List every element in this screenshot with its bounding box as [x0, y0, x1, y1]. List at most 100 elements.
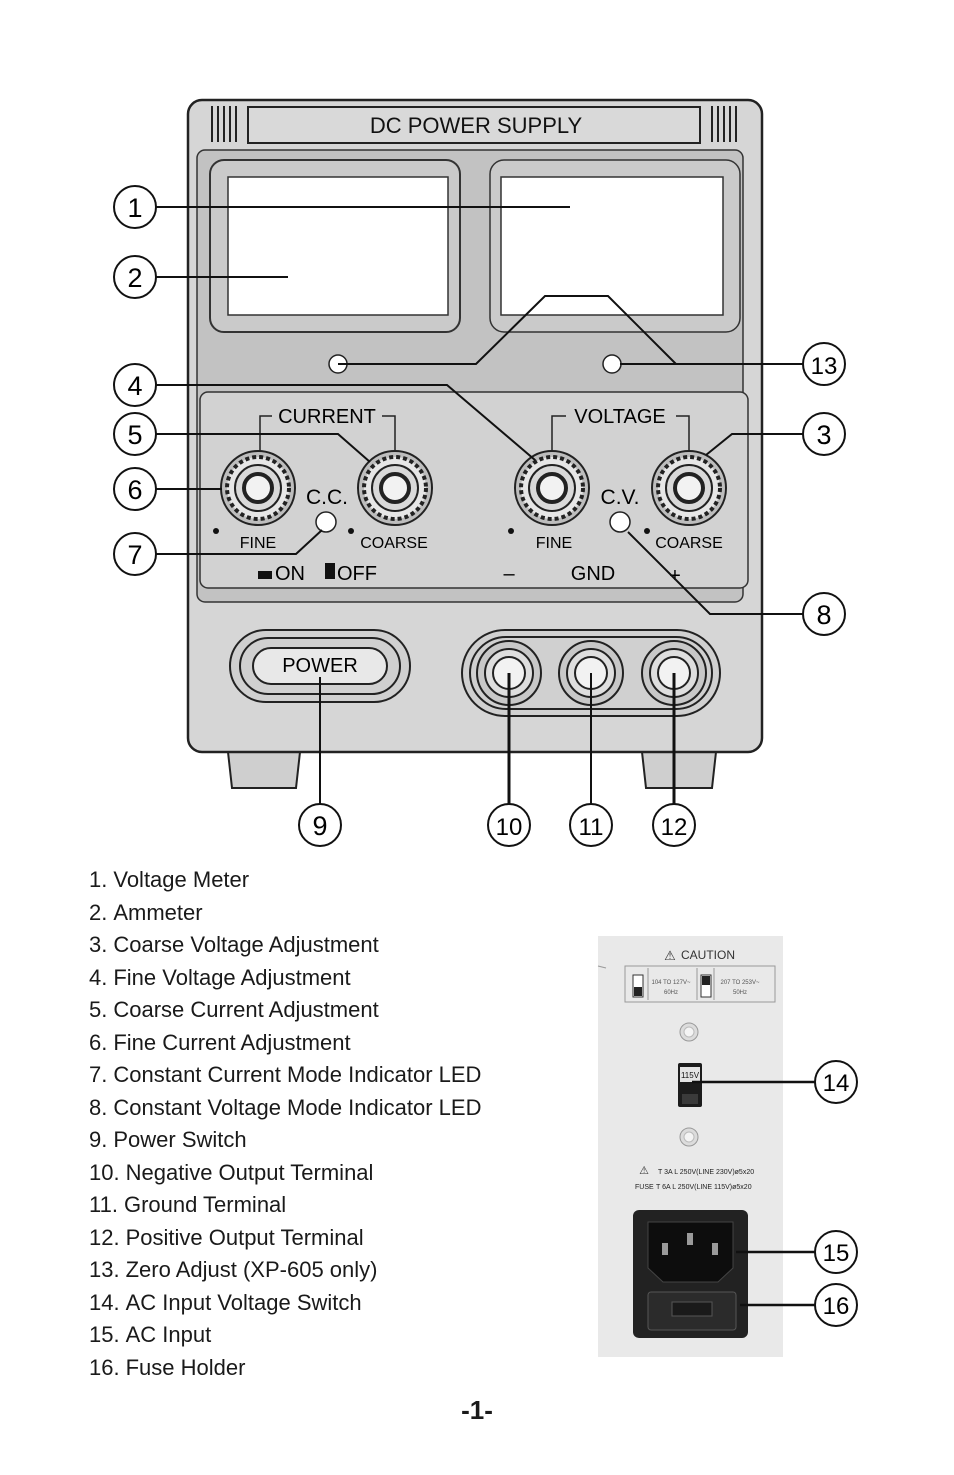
legend-text: Fine Current Adjustment: [113, 1029, 351, 1055]
on-symbol: [258, 571, 272, 579]
legend-item: 1.Voltage Meter: [89, 866, 481, 899]
legend-item: 2.Ammeter: [89, 899, 481, 932]
range-low-switch-icon: [632, 974, 644, 998]
off-symbol: [325, 563, 335, 579]
minus-label: –: [503, 563, 515, 585]
left-vent: [211, 106, 237, 142]
zero-adjust-right[interactable]: [602, 354, 622, 374]
legend-number: 12.: [89, 1224, 120, 1250]
legend-item: 9.Power Switch: [89, 1126, 481, 1159]
legend-number: 3.: [89, 932, 108, 957]
ac-voltage-switch[interactable]: [678, 1063, 702, 1107]
coarse-current-label: COARSE: [360, 535, 428, 552]
voltage-bracket: [551, 415, 690, 452]
legend-text: Power Switch: [113, 1127, 247, 1152]
legend-number: 9.: [89, 1127, 108, 1152]
legend-item: 15.AC Input: [89, 1321, 481, 1354]
fuse-label: FUSE: [635, 1184, 654, 1191]
caution-label: CAUTION: [681, 948, 735, 962]
fuse-warning-icon: ⚠: [639, 1165, 649, 1177]
legend-text: AC Input: [125, 1322, 212, 1347]
legend-number: 4.: [89, 964, 108, 990]
front-panel: DC POWER SUPPLY CURRENT VOLTAGE: [186, 98, 764, 789]
coarse-voltage-label: COARSE: [655, 535, 723, 552]
range-low: 104 TO 127V~: [652, 980, 691, 986]
svg-text:15: 15: [823, 1240, 850, 1267]
callout-14: 14: [814, 1060, 858, 1104]
current-bracket: [259, 415, 396, 452]
legend-item: 14.AC Input Voltage Switch: [89, 1289, 481, 1322]
legend-number: 2.: [89, 899, 108, 925]
svg-text:6: 6: [127, 475, 142, 505]
fuse-line-1: T 3A L 250V(LINE 230V)ø5x20: [658, 1169, 754, 1176]
off-label: OFF: [337, 563, 377, 585]
power-label: POWER: [282, 655, 358, 677]
dot: [348, 528, 354, 534]
dot: [508, 528, 514, 534]
legend-text: Fine Voltage Adjustment: [113, 964, 351, 990]
coarse-current-knob[interactable]: [357, 450, 433, 526]
legend-number: 16.: [89, 1354, 120, 1380]
ac-pin-left: [662, 1243, 668, 1255]
callout-13: 13: [802, 342, 846, 386]
voltmeter-window: [500, 176, 724, 316]
cv-label: C.V.: [601, 486, 640, 509]
plus-label: +: [669, 565, 681, 587]
switch-fill: [702, 976, 710, 985]
legend-text: Coarse Current Adjustment: [113, 997, 379, 1022]
legend-item: 6.Fine Current Adjustment: [89, 1029, 481, 1062]
range-low-hz: 60Hz: [664, 990, 678, 996]
fine-current-knob[interactable]: [220, 450, 296, 526]
legend-text: Fuse Holder: [125, 1354, 246, 1380]
legend-text: Ground Terminal: [123, 1192, 287, 1217]
svg-text:11: 11: [579, 814, 604, 841]
svg-text:3: 3: [816, 420, 831, 450]
callout-8: 8: [802, 592, 846, 636]
legend-text: Zero Adjust (XP-605 only): [125, 1257, 378, 1282]
legend-number: 13.: [89, 1257, 120, 1282]
dot: [644, 528, 650, 534]
range-high: 207 TO 253V~: [721, 980, 760, 986]
voltage-label: VOLTAGE: [574, 406, 666, 428]
power-switch[interactable]: [229, 629, 411, 703]
legend-item: 4.Fine Voltage Adjustment: [89, 964, 481, 997]
svg-text:12: 12: [661, 814, 688, 841]
cv-led: [609, 511, 631, 533]
callout-12: 12: [652, 803, 696, 847]
ac-input[interactable]: [647, 1221, 734, 1283]
leader-lines: [156, 206, 803, 806]
legend-item: 3.Coarse Voltage Adjustment: [89, 931, 481, 964]
range-high-switch-icon: [700, 974, 712, 998]
fine-voltage-knob[interactable]: [514, 450, 590, 526]
fuse-holder-grip: [671, 1301, 713, 1317]
legend-item: 16.Fuse Holder: [89, 1354, 481, 1387]
dot: [213, 528, 219, 534]
legend-text: Voltage Meter: [113, 867, 250, 892]
right-vent: [711, 106, 737, 142]
legend-item: 12.Positive Output Terminal: [89, 1224, 481, 1257]
legend-item: 10.Negative Output Terminal: [89, 1159, 481, 1192]
cc-led: [315, 511, 337, 533]
range-high-hz: 50Hz: [733, 990, 747, 996]
callout-7: 7: [113, 532, 157, 576]
legend-number: 7.: [89, 1062, 108, 1087]
svg-text:1: 1: [127, 193, 142, 223]
cc-label: C.C.: [306, 486, 348, 509]
svg-text:13: 13: [811, 353, 838, 380]
fine-current-label: FINE: [240, 535, 276, 552]
callout-2: 2: [113, 255, 157, 299]
ac-pin-center: [687, 1233, 693, 1245]
legend-item: 13.Zero Adjust (XP-605 only): [89, 1256, 481, 1289]
right-foot: [640, 751, 718, 789]
on-label: ON: [275, 563, 305, 585]
svg-text:7: 7: [127, 540, 142, 570]
title-plate: [247, 106, 701, 144]
coarse-voltage-knob[interactable]: [651, 450, 727, 526]
ac-pin-right: [712, 1243, 718, 1255]
svg-text:9: 9: [312, 811, 327, 841]
legend-number: 6.: [89, 1029, 108, 1055]
page-number: -1-: [461, 1395, 493, 1425]
panel-title: DC POWER SUPPLY: [370, 113, 583, 138]
fine-voltage-label: FINE: [536, 535, 572, 552]
